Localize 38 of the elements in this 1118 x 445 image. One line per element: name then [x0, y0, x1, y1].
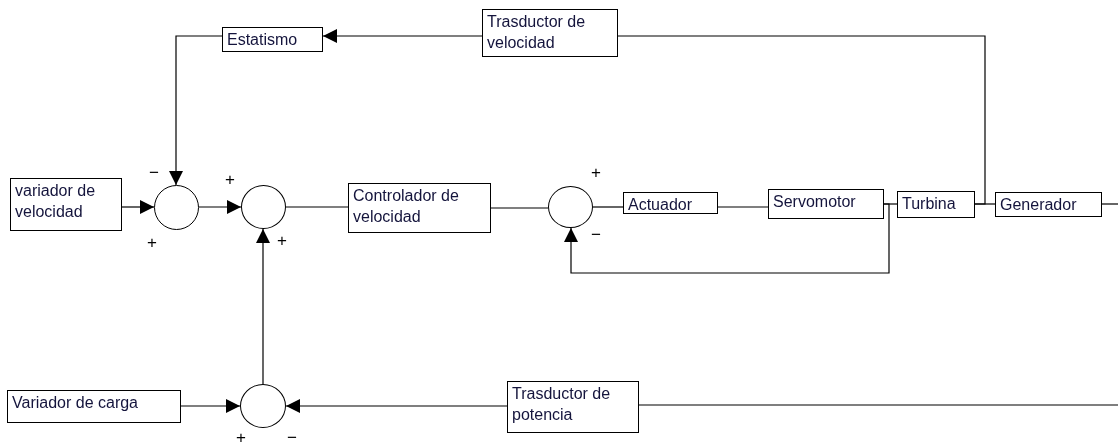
sign-label: +	[224, 171, 236, 188]
arrow	[256, 228, 270, 385]
block-box: Estatismo	[222, 27, 323, 52]
connector-line	[617, 35, 986, 205]
connector-line	[638, 404, 1118, 406]
arrow	[180, 399, 241, 413]
connector-line	[1101, 203, 1118, 205]
block-box: Servomotor	[768, 189, 884, 219]
sign-label: −	[148, 164, 160, 181]
sign-label: +	[146, 234, 158, 251]
sign-label: +	[235, 429, 247, 445]
arrow	[322, 29, 483, 43]
arrow	[564, 203, 890, 274]
connector-line	[717, 206, 769, 208]
arrow	[121, 200, 155, 214]
block-box: Controlador de velocidad	[348, 183, 491, 233]
sign-label: +	[276, 232, 288, 249]
block-box: Trasductor de velocidad	[482, 9, 618, 57]
block-box: Actuador	[623, 192, 718, 214]
sign-label: −	[590, 226, 602, 243]
sign-label: +	[590, 164, 602, 181]
connector-line	[592, 206, 624, 208]
summing-junction	[241, 185, 286, 229]
block-box: Turbina	[897, 191, 975, 218]
sign-label: −	[286, 429, 298, 445]
block-box: Trasductor de potencia	[507, 381, 639, 433]
arrow	[198, 200, 242, 214]
connector-line	[285, 206, 349, 208]
summing-junction	[548, 186, 593, 228]
connector-line	[490, 207, 549, 209]
summing-junction	[154, 185, 199, 230]
summing-junction	[240, 384, 286, 428]
block-box: variador de velocidad	[10, 178, 122, 231]
block-box: Generador	[995, 192, 1102, 217]
block-box: Variador de carga	[7, 390, 181, 423]
arrow	[285, 399, 508, 413]
connector-line	[974, 203, 996, 205]
arrow	[169, 35, 223, 186]
